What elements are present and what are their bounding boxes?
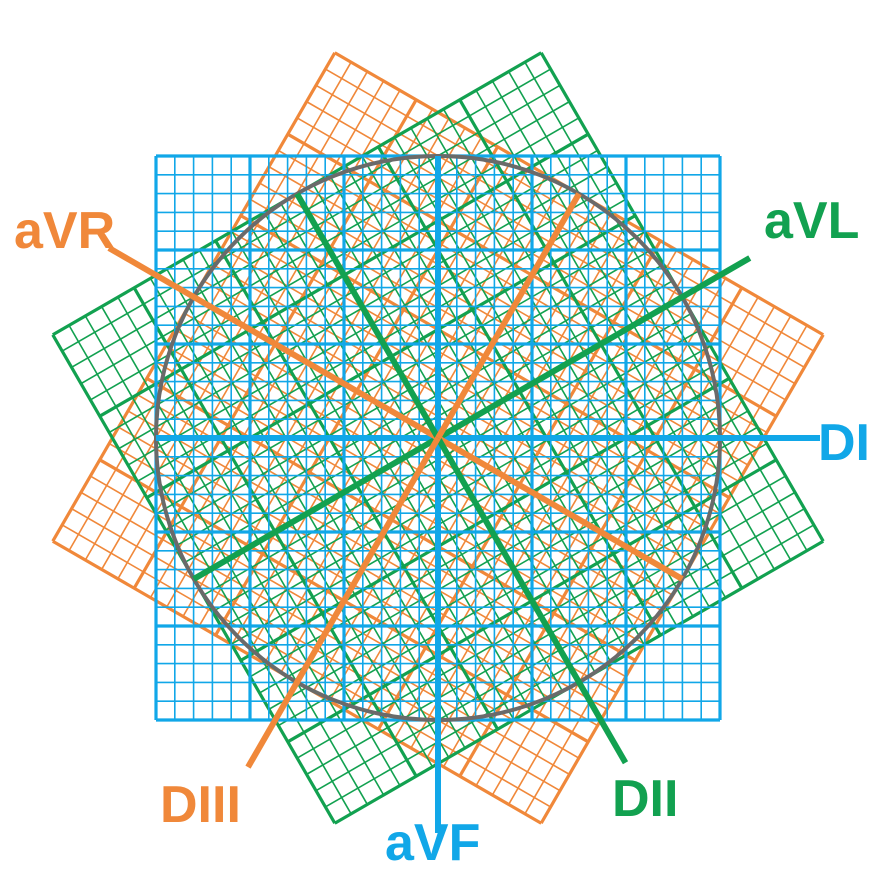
lead-axis-negative-avr xyxy=(436,435,684,582)
lead-label-avr: aVR xyxy=(14,202,115,260)
lead-axis-avl xyxy=(436,255,752,441)
lead-label-avl: aVL xyxy=(764,192,859,250)
lead-axis-negative-dii xyxy=(294,192,441,440)
lead-axis-dii xyxy=(435,436,629,765)
lead-labels-layer: aVR aVL DI DII DIII aVF xyxy=(14,192,870,872)
lead-axis-negative-diii xyxy=(435,192,582,440)
lead-label-dii: DII xyxy=(612,770,678,828)
lead-axis-negative-avl xyxy=(192,435,440,582)
lead-label-diii: DIII xyxy=(160,776,241,834)
lead-axis-avr xyxy=(107,245,440,441)
lead-axes-layer xyxy=(107,156,820,833)
lead-axis-diii xyxy=(245,436,441,769)
lead-label-di: DI xyxy=(818,414,870,472)
lead-label-avf: aVF xyxy=(385,814,480,872)
